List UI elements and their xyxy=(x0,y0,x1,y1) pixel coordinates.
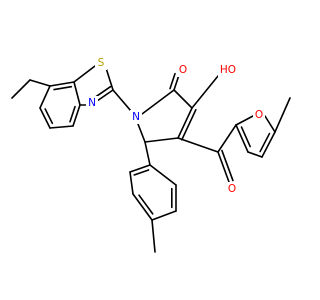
atom-label-S1: S xyxy=(98,57,105,69)
bond-furan-methyl xyxy=(274,97,291,133)
bond-tol-3-inner xyxy=(138,194,154,215)
bond-fu-o-c5 xyxy=(264,115,276,133)
atom-label-N-thiazole: N xyxy=(88,97,96,109)
bond-bz-3-inner xyxy=(69,105,76,123)
bond-bz-3 xyxy=(72,104,81,127)
bond-bz-1 xyxy=(49,81,75,87)
bond-ketone-furan xyxy=(217,124,237,153)
bond-bz-4 xyxy=(49,125,74,129)
bond-fu-c2-o xyxy=(235,115,254,126)
bond-tol-6 xyxy=(149,164,177,186)
bond-c5-tolyl xyxy=(144,141,151,166)
bond-c4-c5 xyxy=(144,137,179,143)
bond-fu-c3-c2 xyxy=(235,124,249,153)
bond-ethyl-ch2 xyxy=(29,79,51,87)
bond-tol-1-inner xyxy=(133,169,150,176)
bond-tol-2 xyxy=(129,171,134,195)
bond-c-s xyxy=(73,65,96,83)
bond-tol-3 xyxy=(132,193,153,221)
bond-carbonyl-second xyxy=(169,72,176,90)
bond-ketone-o-second xyxy=(221,149,234,182)
bond-s-c2 xyxy=(105,67,114,91)
bond-c2-n1 xyxy=(112,89,132,112)
atom-label-O-hydroxy: HO xyxy=(220,64,236,76)
bond-bz-6 xyxy=(39,85,51,109)
bond-c3-oh xyxy=(191,75,219,109)
atom-label-O-furan: O xyxy=(255,109,263,121)
bond-c5-n1 xyxy=(137,123,146,143)
bond-tolyl-methyl xyxy=(151,219,156,253)
bond-c3-c4 xyxy=(177,107,193,139)
bond-bz-2 xyxy=(73,81,81,106)
bond-fu-c5-c4-inner xyxy=(259,132,271,153)
bond-tol-4 xyxy=(151,210,177,221)
bond-fu-c4-c3 xyxy=(247,151,263,158)
bond-fu-c3-c2-inner xyxy=(240,126,251,148)
bond-layer xyxy=(11,65,291,253)
bond-carbonyl xyxy=(173,74,180,91)
atom-O-hydroxy: HO xyxy=(218,63,238,77)
bond-c4-ketone xyxy=(177,137,219,153)
bond-fu-c5-c4 xyxy=(261,131,276,158)
atom-O-furan: O xyxy=(253,108,265,122)
atom-label-O-ketone: O xyxy=(228,183,236,195)
atom-O-ketone: O xyxy=(226,182,238,196)
bond-c3-c4-second xyxy=(181,108,197,141)
atom-S1: S xyxy=(95,56,107,70)
bond-ketone-o xyxy=(217,151,230,183)
atom-N-thiazole: N xyxy=(86,96,98,110)
bond-bz-5 xyxy=(39,107,51,129)
atom-N1: N xyxy=(130,110,142,124)
bond-tol-1 xyxy=(129,164,151,173)
bond-c2-n xyxy=(96,89,114,102)
bond-n1-co xyxy=(141,89,175,115)
bond-c2-n-second xyxy=(93,85,112,99)
molecule-structure: S N N O HO O O xyxy=(11,56,291,253)
bond-bz-1-inner xyxy=(53,85,73,91)
atom-O-lactam: O xyxy=(177,63,189,77)
atom-label-N1: N xyxy=(132,111,140,123)
bond-co-c3 xyxy=(173,89,193,109)
atom-label-O-lactam: O xyxy=(179,64,187,76)
bond-bz-5-inner xyxy=(44,108,54,125)
bond-ethyl-ch3 xyxy=(11,79,31,99)
atom-label-layer: S N N O HO O O xyxy=(86,56,265,196)
